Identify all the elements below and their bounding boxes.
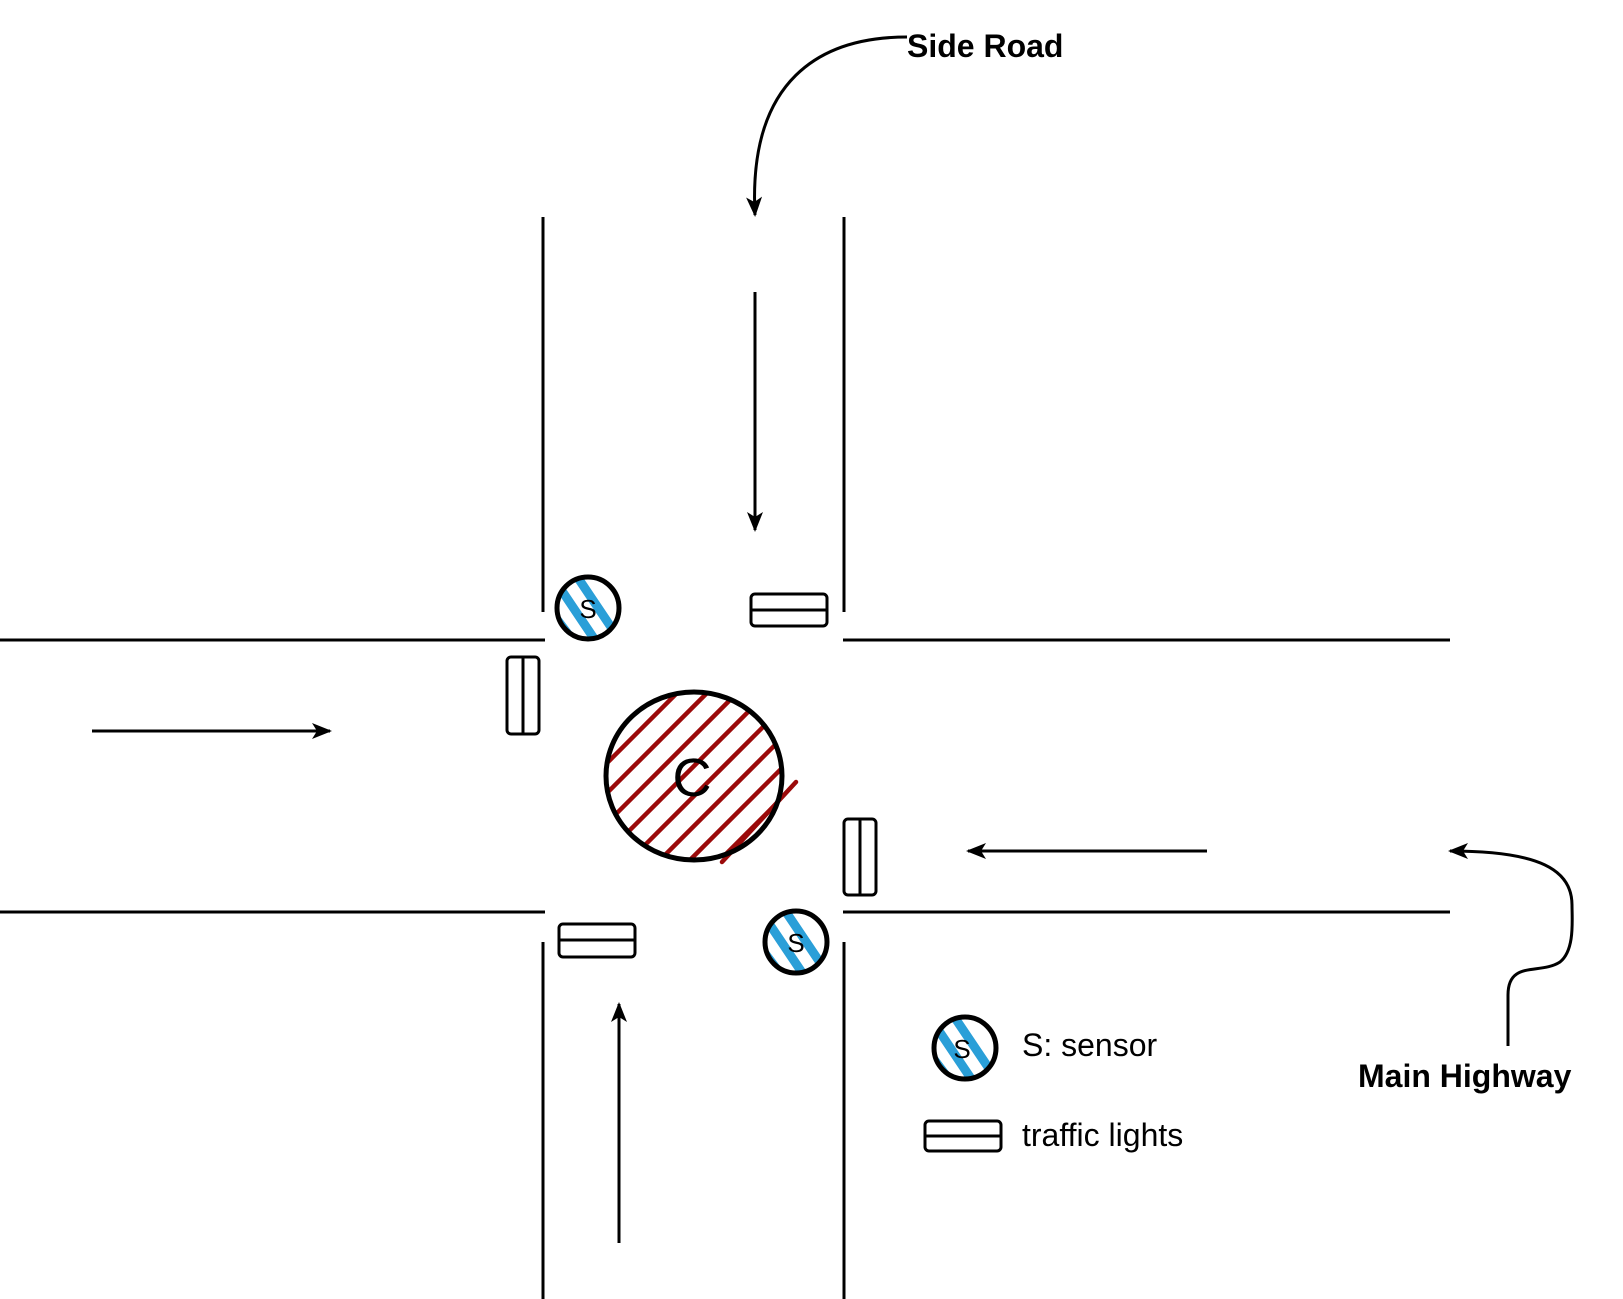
sensor-north-west: S [554,574,622,642]
controller: C [603,689,799,865]
traffic-light-east [842,817,878,897]
main-highway-label: Main Highway [1358,1058,1572,1094]
legend: S S: sensor traffic lights [923,1014,1183,1153]
legend-sensor-icon: S [931,1014,999,1082]
traffic-light-west [505,655,541,736]
side-road-callout-arrow [746,35,908,217]
sensor-south-east: S [762,908,830,976]
legend-sensor-label: S: sensor [1022,1027,1158,1063]
traffic-light-south [557,922,637,959]
sensor-letter: S [787,928,804,958]
side-road-label: Side Road [907,28,1063,64]
sensor-letter: S [953,1034,970,1064]
sensor-letter: S [579,594,596,624]
legend-traffic-lights-label: traffic lights [1022,1117,1183,1153]
road-edges [0,217,1450,1299]
main-highway-callout-arrow [1448,843,1574,1046]
callout-arrows [746,35,1574,1046]
traffic-light-north [749,592,829,628]
legend-traffic-light-icon [923,1119,1003,1153]
controller-letter: C [673,748,712,808]
traffic-arrows [92,292,1207,1243]
